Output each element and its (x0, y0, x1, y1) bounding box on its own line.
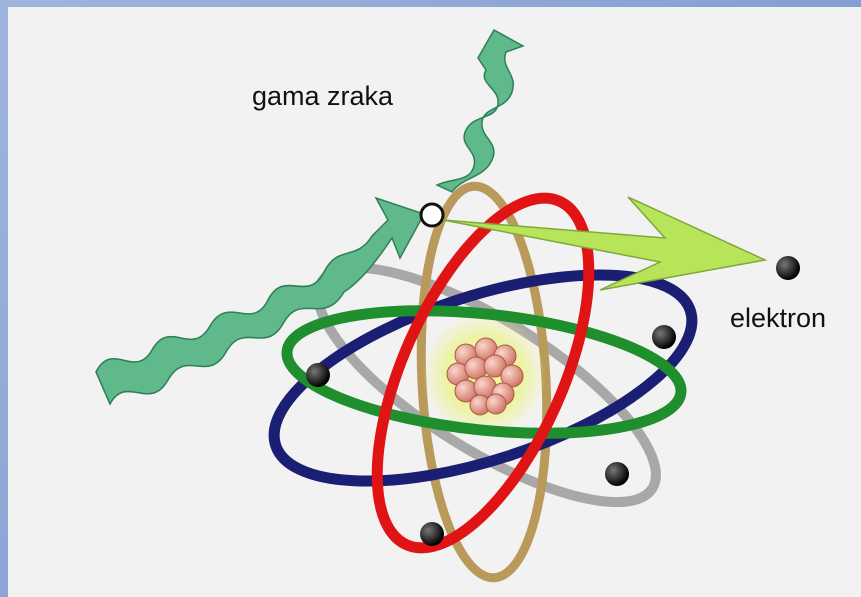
vacancy-circle (421, 204, 443, 226)
ejected-electron (776, 256, 800, 280)
gamma-label: gama zraka (252, 81, 394, 111)
electron-label: elektron (730, 303, 826, 333)
outgoing-gamma-ray (437, 30, 523, 192)
electron (306, 363, 330, 387)
electron (652, 325, 676, 349)
electron (420, 522, 444, 546)
electron (605, 462, 629, 486)
incoming-gamma-ray (96, 198, 424, 404)
